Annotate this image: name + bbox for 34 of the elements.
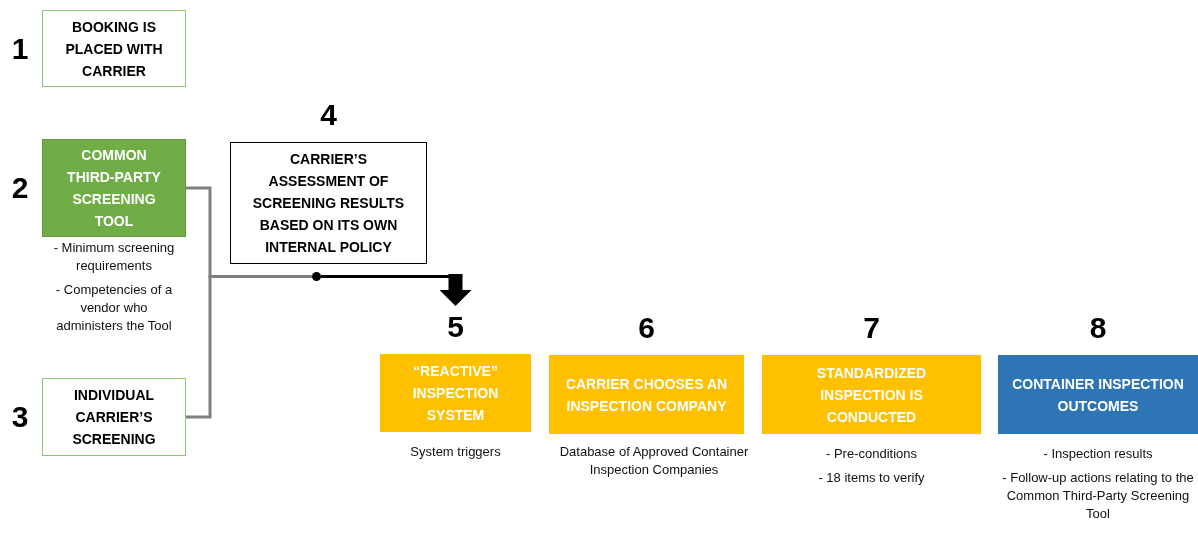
junction-dot xyxy=(312,272,321,281)
connector-line xyxy=(186,275,312,419)
note-text: System triggers xyxy=(409,443,502,461)
box-label: CARRIER’S ASSESSMENT OF SCREENING RESULTS BASED ON ITS OWN INTERNAL POLICY xyxy=(251,150,406,257)
step-number: 1 xyxy=(10,31,30,66)
process-box xyxy=(42,10,186,87)
process-box xyxy=(42,378,186,456)
process-box xyxy=(998,355,1198,434)
note-text: - Pre-conditions xyxy=(824,445,918,463)
step-number: 2 xyxy=(10,171,30,205)
note-text: Database of Approved Container Inspection Companies xyxy=(558,443,750,479)
step-number: 3 xyxy=(10,400,30,434)
box-label: CONTAINER INSPECTION OUTCOMES xyxy=(1011,374,1185,416)
process-box xyxy=(42,139,186,237)
note-text: - Competencies of a vendor who administers the Tool xyxy=(54,281,174,335)
step-number: 6 xyxy=(637,311,656,345)
process-box xyxy=(380,354,531,432)
step-number: 8 xyxy=(1088,311,1108,345)
box-label: CARRIER CHOOSES AN INSPECTION COMPANY xyxy=(564,374,729,416)
box-label: “REACTIVE” INSPECTION SYSTEM xyxy=(411,362,500,425)
note-text: - Minimum screening requirements xyxy=(52,239,176,275)
step-number: 4 xyxy=(319,98,338,132)
process-box xyxy=(549,355,744,434)
note-text: - Follow-up actions relating to the Common Third-Party Screening Tool xyxy=(1001,469,1195,523)
box-label: INDIVIDUAL CARRIER’S SCREENING xyxy=(71,386,157,449)
step-number: 5 xyxy=(446,310,465,344)
process-box xyxy=(230,142,427,264)
step-number: 7 xyxy=(862,311,881,345)
box-label: COMMON THIRD-PARTY SCREENING TOOL xyxy=(66,146,162,231)
box-label: BOOKING IS PLACED WITH CARRIER xyxy=(64,17,164,81)
note-text: - Inspection results xyxy=(1042,445,1154,463)
process-box xyxy=(762,355,981,434)
note-text: - 18 items to verify xyxy=(817,469,926,487)
box-label: STANDARDIZED INSPECTION IS CONDUCTED xyxy=(815,363,928,427)
